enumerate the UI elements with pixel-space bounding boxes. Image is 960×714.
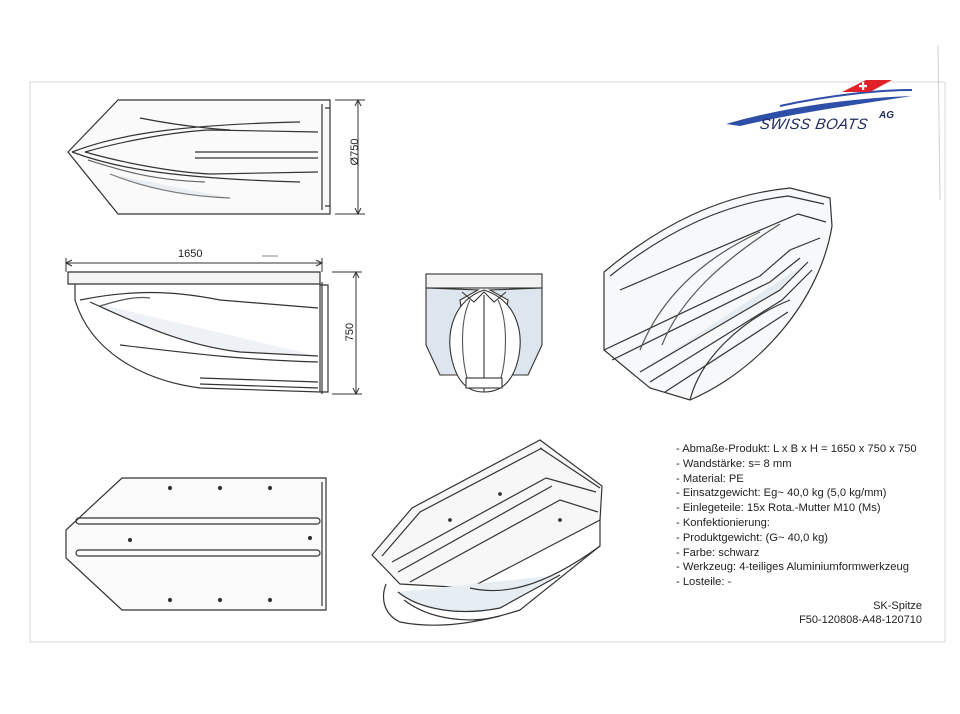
- isometric-bow-view-drawing: [603, 187, 833, 401]
- logo-suffix-text: AG: [879, 110, 894, 121]
- spec-color: - Farbe: schwarz: [676, 546, 760, 559]
- spec-loose-parts: - Losteile: -: [676, 576, 732, 589]
- bottom-view-drawing: [65, 477, 327, 611]
- spec-assembly: - Konfektionierung:: [676, 516, 770, 529]
- front-view-drawing: [425, 273, 543, 393]
- diameter-dimension-line: [335, 98, 365, 216]
- scan-edge-mark: [937, 44, 941, 201]
- spec-dimensions: - Abmaße-Produkt: L x B x H = 1650 x 750…: [676, 443, 917, 455]
- isometric-deck-view-drawing: [371, 439, 603, 626]
- length-dimension-line: [64, 255, 324, 272]
- height-label: 750: [344, 322, 356, 342]
- part-name: SK-Spitze: [873, 600, 922, 612]
- sheet-border: [29, 81, 946, 643]
- logo-brand-text: SWISS BOATS: [758, 116, 870, 133]
- spec-operating-weight: - Einsatzgewicht: Eg~ 40,0 kg (5,0 kg/mm…: [676, 487, 887, 500]
- spec-tooling: - Werkzeug: 4-teiliges Aluminiumformwerk…: [676, 561, 909, 574]
- height-dimension-line: [332, 270, 362, 396]
- specification-list: - Abmaße-Produkt: L x B x H = 1650 x 750…: [676, 442, 956, 590]
- top-view-drawing: [67, 99, 331, 215]
- spec-material: - Material: PE: [676, 472, 744, 485]
- spec-inserts: - Einlegeteile: 15x Rota.-Mutter M10 (Ms…: [676, 502, 881, 515]
- side-view-drawing: [67, 271, 329, 394]
- spec-wall-thickness: - Wandstärke: s= 8 mm: [676, 457, 792, 470]
- length-label: 1650: [178, 248, 203, 260]
- spec-product-weight: - Produktgewicht: (G~ 40,0 kg): [676, 531, 829, 544]
- part-number: F50-120808-A48-120710: [799, 614, 922, 626]
- diameter-label: Ø750: [349, 138, 361, 166]
- swiss-boats-logo: [726, 80, 913, 126]
